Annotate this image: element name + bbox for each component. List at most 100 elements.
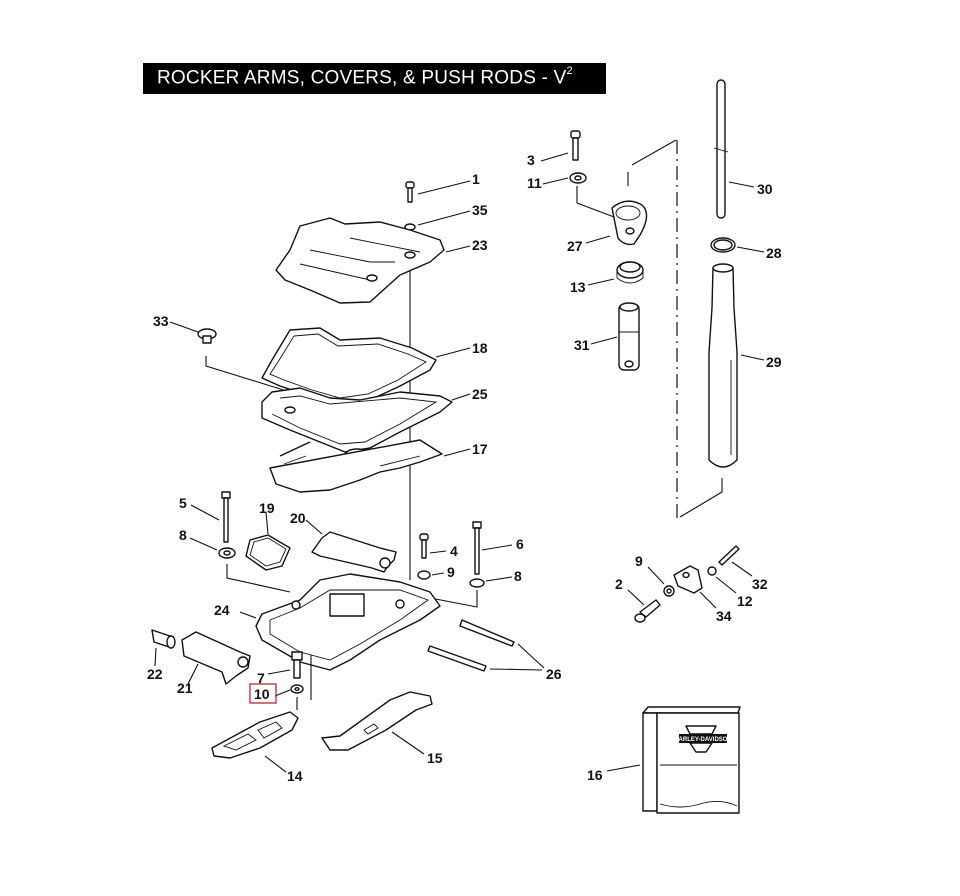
part-4-screw[interactable] (419, 533, 429, 559)
part-32-pin[interactable] (718, 545, 740, 566)
callout-12[interactable]: 12 (737, 593, 753, 609)
part-8-washer-left[interactable] (218, 547, 236, 559)
callout-3[interactable]: 3 (527, 152, 535, 168)
part-9-washer-center[interactable] (417, 570, 431, 580)
callout-15[interactable]: 15 (427, 750, 443, 766)
part-19-gasket[interactable] (245, 534, 291, 571)
leader-3 (540, 152, 569, 162)
callout-8-left[interactable]: 8 (179, 527, 187, 543)
leader-25 (451, 393, 471, 401)
part-17-gasket[interactable] (269, 439, 443, 493)
leader-9-center (431, 572, 445, 576)
leader-21 (187, 663, 199, 685)
part-34-bracket[interactable] (673, 565, 703, 594)
callout-4[interactable]: 4 (450, 543, 458, 559)
part-7-bolt[interactable] (291, 651, 303, 679)
part-16-kit-box[interactable]: HARLEY-DAVIDSON (642, 706, 741, 814)
leader-2 (627, 589, 645, 606)
callout-33[interactable]: 33 (153, 313, 169, 329)
leader-35 (417, 210, 471, 226)
leader-22 (154, 647, 157, 667)
part-9-washer-right[interactable] (663, 585, 675, 597)
part-14-gasket[interactable] (211, 711, 299, 759)
leader-8-right-alignment (419, 590, 478, 608)
leader-6 (481, 544, 513, 551)
part-13-seal[interactable] (616, 261, 644, 284)
leader-8-left (189, 537, 218, 551)
part-5-bolt[interactable] (221, 491, 231, 543)
callout-16[interactable]: 16 (587, 767, 603, 783)
leader-10-alignment (296, 655, 312, 710)
callout-13[interactable]: 13 (570, 279, 586, 295)
part-2-screw[interactable] (634, 599, 661, 623)
part-33-plug[interactable] (197, 328, 217, 344)
leader-33-alignment (205, 356, 291, 393)
callout-27[interactable]: 27 (567, 238, 583, 254)
part-31-lifter[interactable] (618, 302, 640, 371)
logo-text: HARLEY-DAVIDSON (674, 737, 732, 743)
callout-7[interactable]: 7 (257, 670, 265, 686)
part-29-push-rod-tube[interactable] (708, 263, 738, 468)
callout-6[interactable]: 6 (516, 536, 524, 552)
callout-1[interactable]: 1 (472, 171, 480, 187)
callout-8-right[interactable]: 8 (514, 568, 522, 584)
callout-31[interactable]: 31 (574, 337, 590, 353)
part-24-rocker-housing[interactable] (255, 573, 441, 671)
alignment-bracket-top (627, 139, 677, 186)
leader-9-right (647, 566, 665, 585)
part-23-rocker-cover[interactable] (275, 217, 445, 304)
callout-21[interactable]: 21 (177, 680, 193, 696)
callout-30[interactable]: 30 (757, 181, 773, 197)
callout-14[interactable]: 14 (287, 768, 303, 784)
leader-7 (267, 669, 291, 675)
part-15-gasket[interactable] (321, 691, 433, 751)
part-20-rocker-arm[interactable] (311, 531, 397, 573)
callout-28[interactable]: 28 (766, 245, 782, 261)
callout-18[interactable]: 18 (472, 340, 488, 356)
callout-35[interactable]: 35 (472, 202, 488, 218)
leader-27 (585, 235, 611, 244)
callout-29[interactable]: 29 (766, 354, 782, 370)
callout-25[interactable]: 25 (472, 386, 488, 402)
callout-20[interactable]: 20 (290, 510, 306, 526)
callout-23[interactable]: 23 (472, 237, 488, 253)
callout-9-center[interactable]: 9 (447, 564, 455, 580)
part-11-washer[interactable] (569, 172, 587, 184)
callout-9-right[interactable]: 9 (635, 553, 643, 569)
part-3-screw[interactable] (570, 130, 581, 161)
part-27-retainer[interactable] (611, 200, 648, 246)
leader-20 (305, 519, 323, 535)
callout-5[interactable]: 5 (179, 495, 187, 511)
part-18-gasket[interactable] (261, 327, 437, 405)
harley-davidson-logo: HARLEY-DAVIDSON (674, 725, 732, 753)
part-22-bushing[interactable] (151, 629, 176, 649)
callout-32[interactable]: 32 (752, 576, 768, 592)
callout-22[interactable]: 22 (147, 666, 163, 682)
leader-13 (587, 278, 615, 286)
part-28-o-ring[interactable] (710, 237, 736, 253)
callout-2[interactable]: 2 (615, 576, 623, 592)
callout-24[interactable]: 24 (214, 602, 230, 618)
part-1-screw[interactable] (405, 181, 415, 203)
leader-8-right (485, 576, 513, 582)
part-21-rocker-arm[interactable] (181, 631, 251, 685)
part-10-washer[interactable] (290, 684, 304, 694)
leader-33 (169, 321, 199, 333)
callout-34[interactable]: 34 (716, 608, 732, 624)
part-8-washer-right[interactable] (469, 578, 485, 588)
part-30-push-rod[interactable] (713, 79, 729, 219)
leader-16 (606, 764, 641, 772)
callout-17[interactable]: 17 (472, 441, 488, 457)
callout-19[interactable]: 19 (259, 500, 275, 516)
part-6-bolt[interactable] (472, 521, 482, 575)
leader-1 (417, 180, 471, 195)
callout-10[interactable]: 10 (254, 686, 270, 702)
leader-31 (590, 336, 618, 345)
part-26-rocker-shafts[interactable] (427, 619, 515, 672)
callout-26[interactable]: 26 (546, 666, 562, 682)
callout-11[interactable]: 11 (527, 175, 542, 191)
leader-29 (740, 354, 765, 361)
alignment-bracket-bottom (679, 478, 723, 518)
leader-4 (429, 550, 447, 554)
part-12-washer[interactable] (707, 566, 717, 576)
